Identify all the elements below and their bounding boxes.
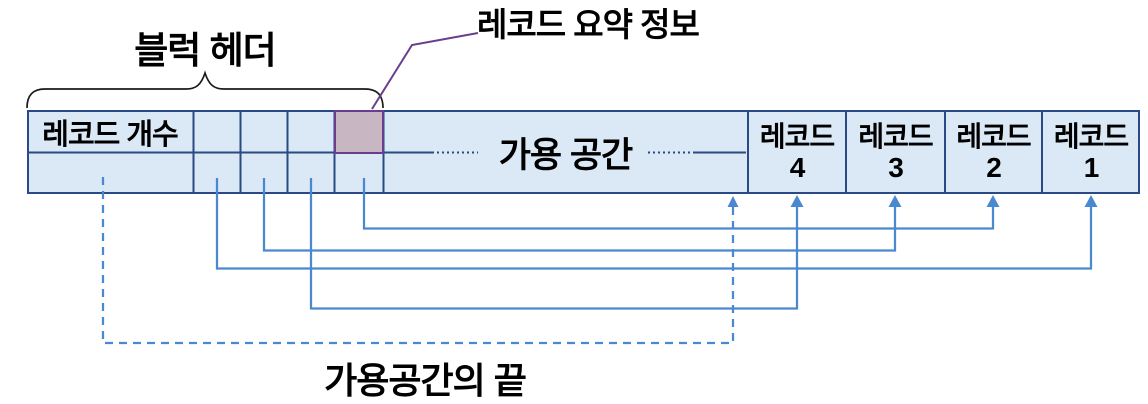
record-1-label: 레코드 xyxy=(1053,121,1129,152)
record-1-cell: 레코드 1 xyxy=(1042,110,1140,194)
arrowhead-record3 xyxy=(888,195,902,207)
record-1-number: 1 xyxy=(1083,152,1100,183)
connector-slot3-record4 xyxy=(309,178,799,310)
record-4-cell: 레코드 4 xyxy=(748,110,846,194)
record-4-number: 4 xyxy=(789,152,806,183)
arrowhead-record4 xyxy=(790,195,804,207)
arrowhead-record2 xyxy=(986,195,1000,207)
record-2-number: 2 xyxy=(986,152,1002,183)
record-4-label: 레코드 xyxy=(759,121,835,152)
arrowhead-end-of-free-space xyxy=(727,196,739,207)
block-header-brace xyxy=(26,70,384,109)
record-2-cell: 레코드 2 xyxy=(945,110,1042,194)
free-space-cell: 가용 공간 xyxy=(498,135,634,175)
record-2-label: 레코드 xyxy=(956,121,1031,152)
record-3-label: 레코드 xyxy=(858,121,933,152)
arrowhead-record1 xyxy=(1084,195,1098,207)
record-3-cell: 레코드 3 xyxy=(846,110,945,194)
end-of-free-space-dashed-line xyxy=(101,177,735,345)
record-summary-label: 레코드 요약 정보 xyxy=(477,6,700,43)
record-count-cell: 레코드 개수 xyxy=(42,118,178,151)
block-header-label: 블럭 헤더 xyxy=(134,30,276,71)
end-of-free-space-label: 가용공간의 끝 xyxy=(324,360,527,401)
record-summary-leader-line xyxy=(371,32,479,110)
record-3-number: 3 xyxy=(888,152,904,183)
record-summary-cell xyxy=(334,110,384,154)
